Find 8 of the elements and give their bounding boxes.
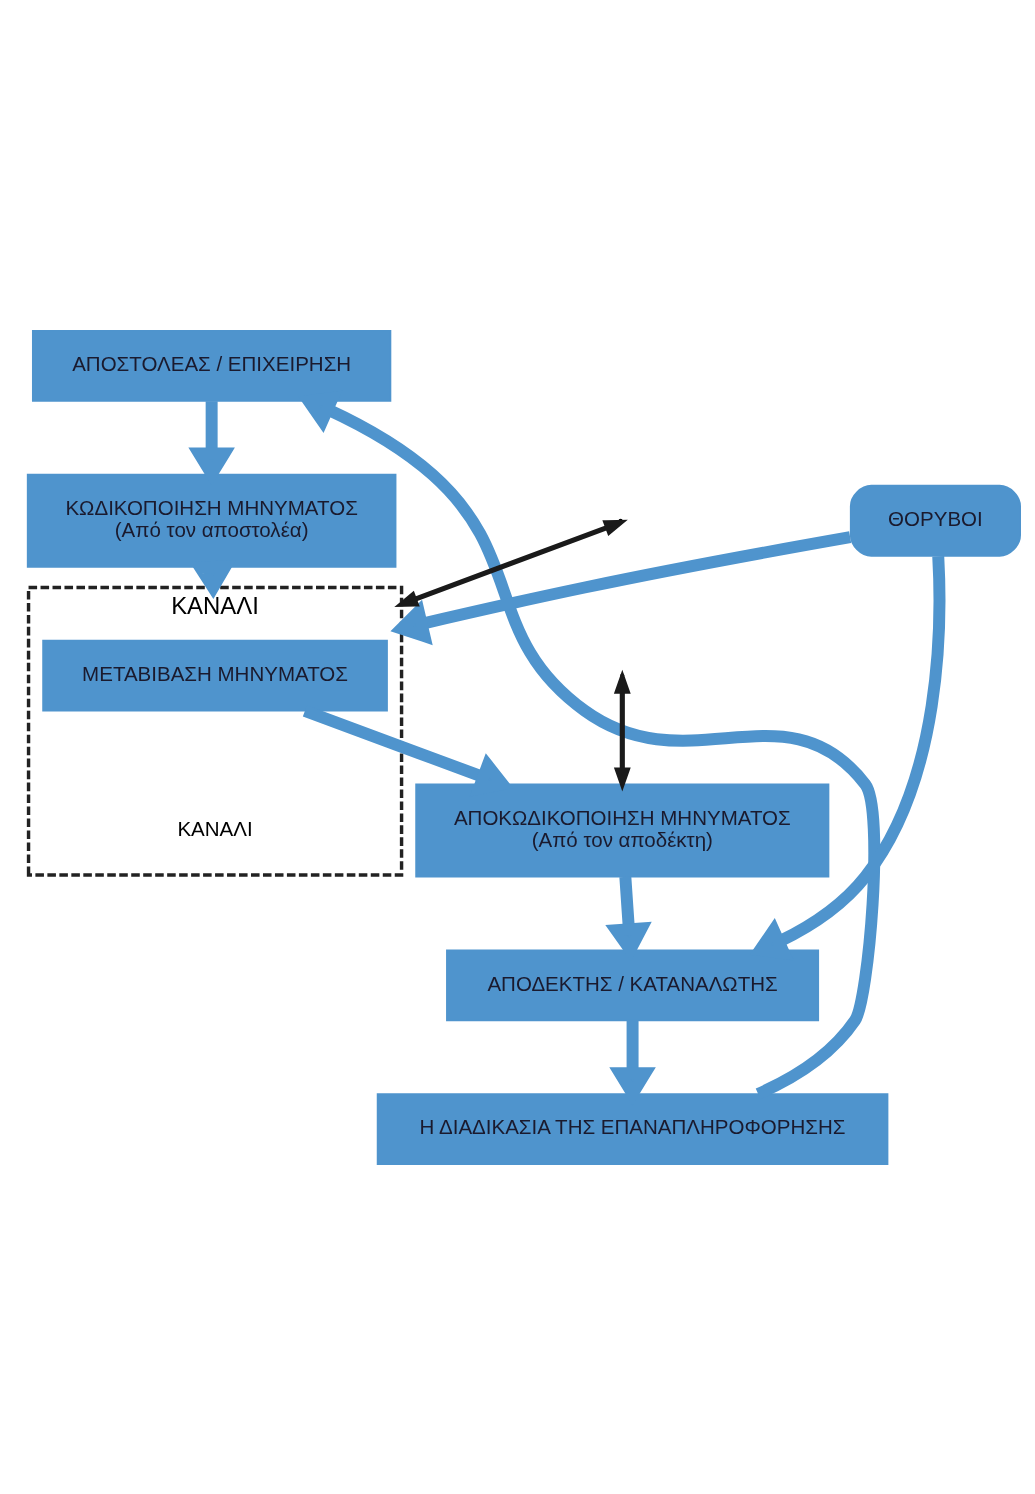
node-box: ΑΠΟΔΕΚΤΗΣ / ΚΑΤΑΝΑΛΩΤΗΣ xyxy=(446,948,820,1021)
arrow xyxy=(390,530,852,645)
node-box: ΘΟΡΥΒΟΙ xyxy=(849,484,1021,557)
node-box: ΑΠΟΣΤΟΛΕΑΣ / ΕΠΙΧΕΙΡΗΣΗ xyxy=(31,329,392,402)
node-box: ΑΠΟΚΩΔΙΚΟΠΟΙΗΣΗ ΜΗΝΥΜΑΤΟΣ (Από τον αποδέκτη) xyxy=(415,782,830,878)
arrow xyxy=(613,669,631,791)
node-box: ΜΕΤΑΒΙΒΑΣΗ ΜΗΝΥΜΑΤΟΣ xyxy=(42,639,388,712)
node-box: Η ΔΙΑΔΙΚΑΣΙΑ ΤΗΣ ΕΠΑΝΑΠΛΗΡΟΦΟΡΗΣΗΣ xyxy=(376,1092,889,1165)
